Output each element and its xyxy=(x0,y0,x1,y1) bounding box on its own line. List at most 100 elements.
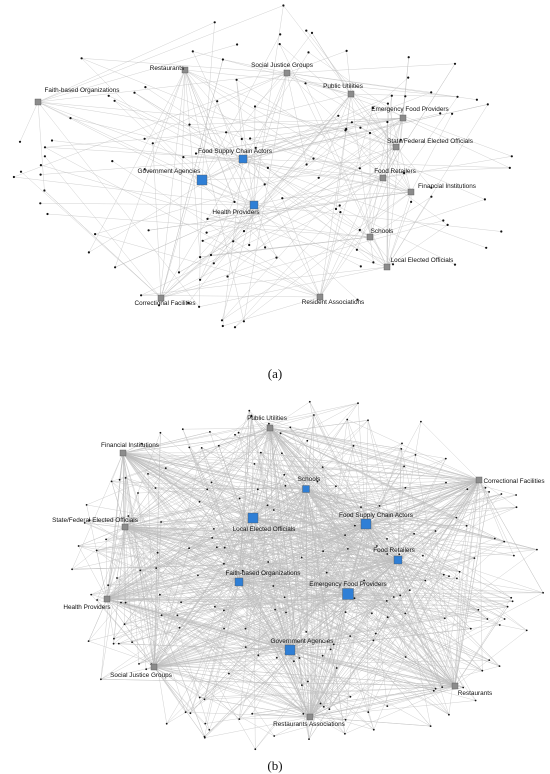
peripheral-node xyxy=(113,637,115,640)
network-edge xyxy=(37,101,347,130)
peripheral-node xyxy=(204,722,207,725)
network-edge xyxy=(124,526,346,734)
actor-label-correctional: Correctional Facilities xyxy=(483,478,544,485)
network-edge xyxy=(347,523,367,595)
network-edge xyxy=(161,581,240,616)
network-edge xyxy=(274,685,456,737)
peripheral-node xyxy=(285,611,287,614)
peripheral-node xyxy=(90,593,93,596)
network-edge xyxy=(319,96,458,298)
network-edge xyxy=(124,479,480,528)
peripheral-node xyxy=(259,451,262,454)
network-edge xyxy=(124,416,252,528)
peripheral-node xyxy=(536,548,538,551)
network-edge xyxy=(106,498,240,600)
network-edge xyxy=(40,158,244,175)
network-edge xyxy=(386,104,488,268)
peripheral-node xyxy=(321,466,324,468)
network-edge xyxy=(260,452,480,481)
peripheral-node xyxy=(329,648,332,651)
network-edge xyxy=(199,204,255,280)
network-edge xyxy=(252,517,351,697)
peripheral-node xyxy=(107,94,110,97)
peripheral-node xyxy=(434,530,437,532)
network-edge xyxy=(420,421,480,481)
network-edge xyxy=(141,443,291,651)
peripheral-node xyxy=(138,663,140,665)
network-edge xyxy=(222,296,321,327)
peripheral-node xyxy=(242,230,246,233)
peripheral-node xyxy=(281,197,284,200)
network-edge xyxy=(308,523,367,740)
actor-node-correctional xyxy=(157,294,165,302)
network-edge xyxy=(114,69,186,268)
network-edge xyxy=(160,205,340,299)
network-edge xyxy=(153,594,161,668)
network-edge xyxy=(309,533,415,718)
peripheral-node xyxy=(147,229,150,232)
peripheral-node xyxy=(335,485,337,488)
actor-label-emergency-food: Emergency Food Providers xyxy=(309,581,386,588)
network-edge xyxy=(160,158,244,299)
peripheral-node xyxy=(473,557,476,559)
network-edge xyxy=(365,523,399,561)
network-edge xyxy=(360,506,399,561)
network-edge xyxy=(269,427,349,595)
peripheral-node xyxy=(349,695,352,698)
peripheral-node xyxy=(139,569,142,572)
peripheral-node xyxy=(273,735,276,737)
peripheral-node xyxy=(253,463,256,465)
peripheral-node xyxy=(305,163,308,166)
peripheral-node xyxy=(116,577,118,579)
network-edge xyxy=(106,493,502,600)
network-edge xyxy=(201,179,255,206)
network-edge xyxy=(106,537,213,600)
network-edge xyxy=(88,69,186,253)
network-edge xyxy=(124,427,291,528)
peripheral-node xyxy=(322,550,324,553)
network-edge xyxy=(213,117,404,264)
network-edge xyxy=(179,627,311,718)
network-edge xyxy=(309,401,367,525)
peripheral-node xyxy=(180,601,183,604)
actor-label-restaurants: Restaurants xyxy=(150,65,184,72)
network-edge xyxy=(160,184,265,299)
peripheral-node xyxy=(165,722,168,725)
network-edge xyxy=(153,618,445,668)
network-edge xyxy=(350,93,397,148)
network-edge xyxy=(153,628,225,668)
network-edge xyxy=(160,427,271,523)
peripheral-node xyxy=(225,131,228,134)
network-edge xyxy=(153,606,508,668)
peripheral-nodes-layer xyxy=(71,400,544,751)
network-edge xyxy=(125,559,399,603)
peripheral-node xyxy=(391,263,395,266)
peripheral-node xyxy=(510,155,513,158)
network-edge xyxy=(286,72,347,130)
network-edge xyxy=(253,204,502,232)
network-edge xyxy=(122,452,155,668)
peripheral-node xyxy=(408,589,411,592)
peripheral-node xyxy=(322,705,325,708)
network-edge xyxy=(397,448,402,561)
actor-label-faith-based: Faith-based Organizations xyxy=(226,570,301,577)
network-edge xyxy=(161,593,349,616)
network-edge xyxy=(141,266,388,296)
network-edge xyxy=(141,443,367,525)
network-edge xyxy=(216,547,311,718)
network-edge xyxy=(221,204,255,321)
peripheral-node xyxy=(359,126,362,129)
network-edge xyxy=(189,447,311,718)
network-edge xyxy=(267,505,367,525)
network-edge xyxy=(106,415,252,600)
peripheral-node xyxy=(346,418,349,421)
peripheral-node xyxy=(399,138,402,141)
network-edge xyxy=(386,196,432,268)
network-edge xyxy=(160,257,277,299)
network-edge xyxy=(124,401,310,528)
network-edge xyxy=(382,63,456,179)
network-edge xyxy=(397,559,431,727)
network-edge xyxy=(122,403,359,454)
network-edge xyxy=(442,479,480,688)
peripheral-node xyxy=(515,506,518,509)
